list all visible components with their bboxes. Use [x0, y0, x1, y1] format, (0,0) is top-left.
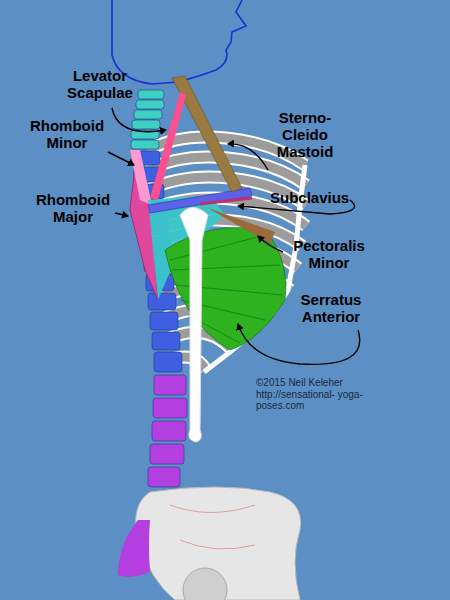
pectoralis-minor [208, 208, 275, 244]
copyright-note: ©2015 Neil Keleher [256, 377, 396, 388]
subclavius [200, 198, 252, 204]
muscle-label: Pectoralis Minor [286, 238, 372, 272]
muscle-label: Rhomboid Minor [24, 118, 110, 152]
clavicle [148, 188, 252, 213]
muscle-label: Sterno- Cleido Mastoid [272, 110, 338, 160]
serratus-anterior [165, 228, 286, 351]
muscle-label: Subclavius [270, 190, 360, 207]
pelvis [118, 487, 301, 600]
leader-lines [108, 108, 360, 364]
muscle-label: Levator Scapulae [60, 68, 140, 102]
rhomboid-minor [130, 150, 152, 205]
muscle-label: Serratus Anterior [288, 292, 374, 326]
humerus [180, 208, 208, 443]
source-url: http://sensational- yoga-poses.com [256, 389, 368, 411]
head-outline [112, 0, 246, 84]
muscle-label: Rhomboid Major [30, 192, 116, 226]
levator-scapulae [150, 92, 186, 200]
